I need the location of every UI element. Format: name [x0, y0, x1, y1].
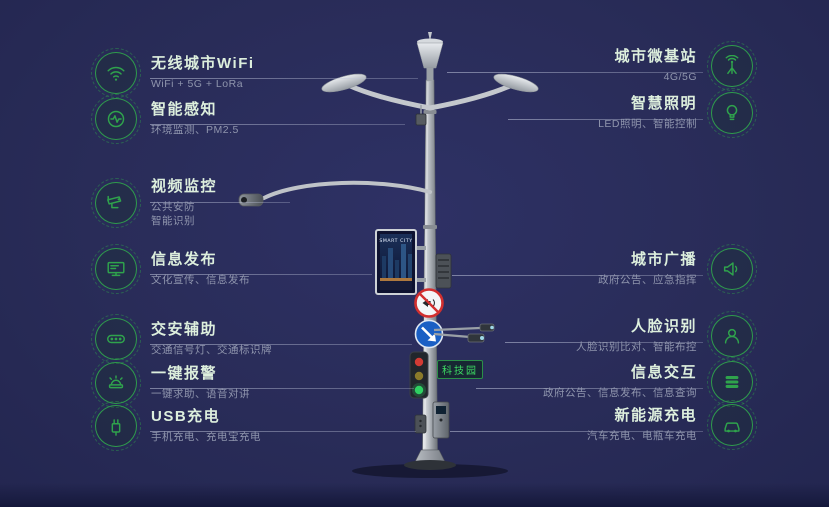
face-recognition-cameras	[433, 323, 495, 343]
charging-box	[414, 401, 450, 439]
feature-subtitle: 公共安防	[151, 200, 195, 213]
connector-line	[505, 342, 703, 343]
ground-band	[0, 483, 829, 507]
feature-title: USB充电	[151, 408, 221, 426]
feature-title: 新能源充电	[614, 407, 697, 425]
feature-title: 一键报警	[151, 365, 218, 383]
feature-alarm: 一键报警 一键求助、语音对讲	[91, 358, 250, 408]
sensor-icon	[91, 94, 141, 144]
speaker-icon	[707, 244, 757, 294]
wifi-icon	[91, 48, 141, 98]
usb-icon	[91, 401, 141, 451]
feature-title: 信息交互	[630, 364, 697, 382]
feature-cctv: 视频监控 公共安防 智能识别	[91, 178, 218, 228]
information-screen: SMART CITY	[375, 229, 426, 295]
feature-subtitle: 汽车充电、电瓶车充电	[587, 429, 697, 442]
tech-park-label: 科技园	[437, 360, 483, 379]
interaction-icon	[707, 357, 757, 407]
feature-subtitle: 人脸识别比对、智能布控	[576, 340, 697, 353]
connector-line	[150, 388, 414, 389]
cctv-icon	[91, 178, 141, 228]
feature-traffic-assist: 交安辅助 交通信号灯、交通标识牌	[91, 314, 272, 364]
pole-base	[404, 449, 456, 470]
feature-ev-charge: 新能源充电 汽车充电、电瓶车充电	[587, 400, 757, 450]
connector-line	[150, 78, 418, 79]
environment-sensor	[415, 105, 427, 126]
feature-title: 城市微基站	[614, 48, 697, 66]
feature-smart-lighting: 智慧照明 LED照明、智能控制	[598, 88, 757, 138]
no-horn-sign	[414, 288, 444, 318]
top-lamp	[416, 32, 444, 81]
feature-wifi: 无线城市WiFi WiFi + 5G + LoRa	[91, 48, 255, 98]
smart-pole-illustration: SMART CITY	[238, 32, 539, 478]
feature-sensing: 智能感知 环境监测、PM2.5	[91, 94, 239, 144]
feature-subtitle: 4G/5G	[663, 70, 697, 83]
bulb-icon	[707, 88, 757, 138]
feature-title: 视频监控	[151, 178, 218, 195]
feature-face-recognition: 人脸识别 人脸识别比对、智能布控	[576, 311, 757, 361]
connector-line	[447, 72, 703, 73]
feature-subtitle: 交通信号灯、交通标识牌	[151, 343, 272, 356]
base-station-icon	[707, 41, 757, 91]
monitor-icon	[91, 244, 141, 294]
feature-subtitle: 一键求助、语音对讲	[151, 387, 250, 400]
connector-line	[452, 275, 703, 276]
connector-line	[150, 431, 416, 432]
ground-shadow	[352, 464, 508, 478]
feature-title: 交安辅助	[151, 321, 218, 339]
feature-subtitle: 政府公告、应急指挥	[598, 273, 697, 286]
connector-line	[150, 344, 412, 345]
traffic-light	[409, 351, 429, 399]
feature-info-interaction: 信息交互 政府公告、信息发布、信息查询	[543, 357, 757, 407]
feature-subtitle: 环境监测、PM2.5	[151, 123, 239, 136]
feature-usb-charge: USB充电 手机充电、充电宝充电	[91, 401, 261, 451]
feature-title: 无线城市WiFi	[151, 55, 255, 73]
connector-line	[150, 274, 372, 275]
feature-subtitle: 文化宣传、信息发布	[151, 273, 250, 286]
connector-line	[508, 119, 703, 120]
feature-title: 人脸识别	[630, 318, 697, 336]
ev-car-icon	[707, 400, 757, 450]
feature-subtitle-2: 智能识别	[151, 214, 195, 227]
connector-line	[476, 388, 703, 389]
feature-subtitle: WiFi + 5G + LoRa	[151, 77, 244, 90]
feature-city-broadcast: 城市广播 政府公告、应急指挥	[598, 244, 757, 294]
connector-line	[450, 431, 703, 432]
alarm-icon	[91, 358, 141, 408]
cctv-camera-arm	[238, 180, 432, 207]
feature-subtitle: LED照明、智能控制	[598, 117, 697, 130]
screen-title: SMART CITY	[379, 238, 412, 244]
feature-title: 城市广播	[630, 251, 697, 269]
feature-title: 智能感知	[151, 101, 218, 119]
broadcast-speaker-box	[435, 253, 452, 289]
feature-subtitle: 政府公告、信息发布、信息查询	[543, 386, 697, 399]
feature-micro-base-station: 城市微基站 4G/5G	[614, 41, 757, 91]
traffic-light-icon	[91, 314, 141, 364]
feature-title: 智慧照明	[630, 95, 697, 113]
connector-line	[150, 124, 405, 125]
connector-line	[150, 202, 290, 203]
feature-title: 信息发布	[151, 251, 218, 269]
face-icon	[707, 311, 757, 361]
feature-info-publish: 信息发布 文化宣传、信息发布	[91, 244, 250, 294]
feature-subtitle: 手机充电、充电宝充电	[151, 430, 261, 443]
